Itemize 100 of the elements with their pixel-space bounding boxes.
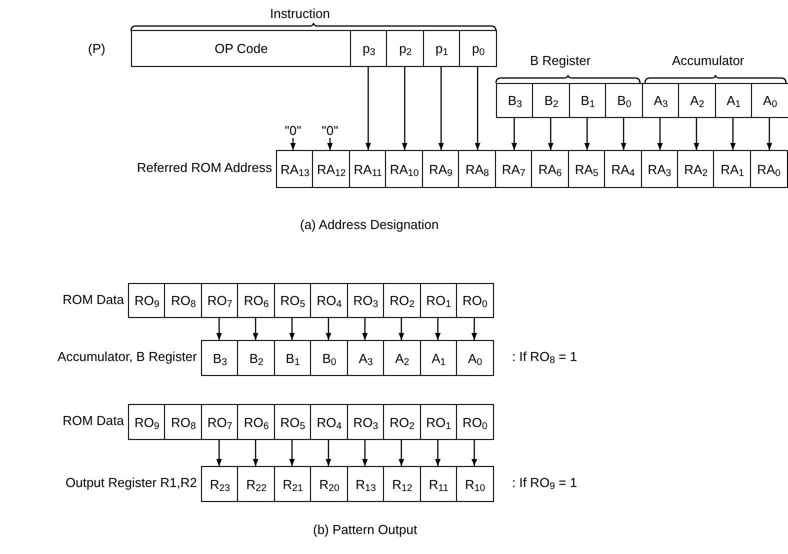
bit-cell: R$_{23}$: [201, 466, 239, 502]
arrow: [365, 67, 372, 150]
arrow: [398, 440, 404, 466]
arrow: [362, 440, 368, 466]
bit-cell: RA$_{4}$: [604, 150, 642, 188]
bit-cell: RA$_{10}$: [385, 150, 424, 188]
bit-cell: RA$_{2}$: [676, 150, 715, 188]
bit-cell: B$_{2}$: [237, 340, 276, 376]
bit-cell: R$_{21}$: [274, 466, 312, 502]
arrow: [289, 318, 295, 340]
arrow: [657, 118, 663, 150]
label: Output Register R1,R2: [65, 475, 197, 491]
arrow: [471, 440, 478, 466]
bit-cell: RO$_{3}$: [346, 404, 385, 440]
label: (P): [88, 41, 106, 57]
bit-cell: RO$_{2}$: [383, 283, 422, 318]
bit-cell: RO$_{7}$: [200, 404, 239, 440]
caption: (a) Address Designation: [300, 217, 439, 233]
label: Instruction: [270, 6, 330, 22]
arrow: [290, 138, 296, 150]
arrow: [402, 67, 408, 150]
bit-cell: RA$_{6}$: [531, 150, 570, 188]
label: Accumulator, B Register: [58, 349, 197, 365]
arrow: [326, 440, 332, 466]
bit-value: "0": [317, 122, 343, 138]
bit-cell: A$_{2}$: [383, 340, 422, 376]
bit-cell: RO$_{1}$: [420, 283, 458, 318]
bit-cell: A$_{0}$: [456, 340, 494, 376]
arrow: [216, 440, 222, 466]
bit-cell: B$_{1}$: [274, 340, 312, 376]
arrow: [326, 318, 332, 340]
label: : If RO$_{8}$ = 1: [512, 349, 578, 365]
bit-cell: R$_{22}$: [237, 466, 276, 502]
bit-cell: A$_{1}$: [420, 340, 458, 376]
arrow: [289, 440, 295, 466]
bit-cell: B$_{3}$: [201, 340, 239, 376]
bit-cell: R$_{20}$: [310, 466, 348, 502]
bit-cell: A$_{3}$: [346, 340, 385, 376]
bit-cell: p$_{0}$: [459, 30, 498, 67]
bit-cell: RO$_{3}$: [346, 283, 385, 318]
label: ROM Data: [62, 292, 124, 308]
bit-cell: R$_{13}$: [346, 466, 385, 502]
bit-cell: B$_{0}$: [605, 83, 644, 118]
arrow: [471, 318, 478, 340]
bit-cell: R$_{11}$: [420, 466, 458, 502]
bit-cell: R$_{12}$: [383, 466, 422, 502]
bit-cell: A$_{2}$: [678, 83, 716, 118]
opcode-field: OP Code: [131, 30, 352, 67]
bit-cell: RO$_{5}$: [274, 283, 312, 318]
bit-cell: p$_{2}$: [386, 30, 424, 67]
bit-cell: RO$_{8}$: [164, 404, 202, 440]
bit-cell: RO$_{4}$: [310, 283, 348, 318]
bit-cell: RO$_{8}$: [164, 283, 202, 318]
bit-cell: R$_{10}$: [456, 466, 494, 502]
bit-cell: A$_{3}$: [642, 83, 680, 118]
bit-cell: RO$_{0}$: [456, 404, 494, 440]
arrow: [620, 118, 626, 150]
arrow: [548, 118, 554, 150]
arrow: [511, 118, 518, 150]
bit-cell: p$_{3}$: [350, 30, 388, 67]
arrow: [252, 318, 258, 340]
bit-cell: RA$_{1}$: [713, 150, 752, 188]
arrow: [398, 318, 404, 340]
bit-cell: RA$_{11}$: [348, 150, 387, 188]
bit-cell: RA$_{12}$: [312, 150, 350, 188]
bit-cell: RA$_{8}$: [458, 150, 496, 188]
arrow: [766, 118, 772, 150]
bit-cell: RA$_{5}$: [568, 150, 606, 188]
bit-cell: A$_{1}$: [714, 83, 753, 118]
bit-cell: RO$_{7}$: [200, 283, 239, 318]
bit-cell: RA$_{13}$: [276, 150, 314, 188]
bit-cell: RO$_{6}$: [237, 283, 276, 318]
arrow: [438, 67, 444, 150]
bit-cell: RA$_{3}$: [640, 150, 678, 188]
label: Accumulator: [672, 53, 744, 69]
arrow: [434, 318, 441, 340]
arrow: [474, 67, 480, 150]
arrow: [252, 440, 258, 466]
bit-cell: RO$_{4}$: [310, 404, 348, 440]
caption: (b) Pattern Output: [313, 522, 418, 538]
arrow: [362, 318, 368, 340]
bit-cell: RA$_{9}$: [422, 150, 460, 188]
bit-cell: B$_{3}$: [496, 83, 534, 118]
bit-cell: RO$_{1}$: [420, 404, 458, 440]
arrow: [434, 440, 441, 466]
bit-cell: B$_{1}$: [568, 83, 607, 118]
arrow: [730, 118, 736, 150]
bit-cell: RO$_{9}$: [128, 404, 166, 440]
bit-cell: RO$_{6}$: [237, 404, 276, 440]
bit-cell: B$_{2}$: [532, 83, 570, 118]
label: Referred ROM Address: [136, 160, 272, 176]
label: ROM Data: [62, 413, 124, 429]
bit-cell: RO$_{5}$: [274, 404, 312, 440]
bit-cell: A$_{0}$: [751, 83, 788, 118]
bit-cell: p$_{1}$: [422, 30, 461, 67]
arrow: [584, 118, 590, 150]
arrow: [327, 138, 333, 150]
label: : If RO$_{9}$ = 1: [512, 475, 578, 491]
bit-cell: RA$_{7}$: [494, 150, 533, 188]
bit-cell: RO$_{9}$: [128, 283, 166, 318]
